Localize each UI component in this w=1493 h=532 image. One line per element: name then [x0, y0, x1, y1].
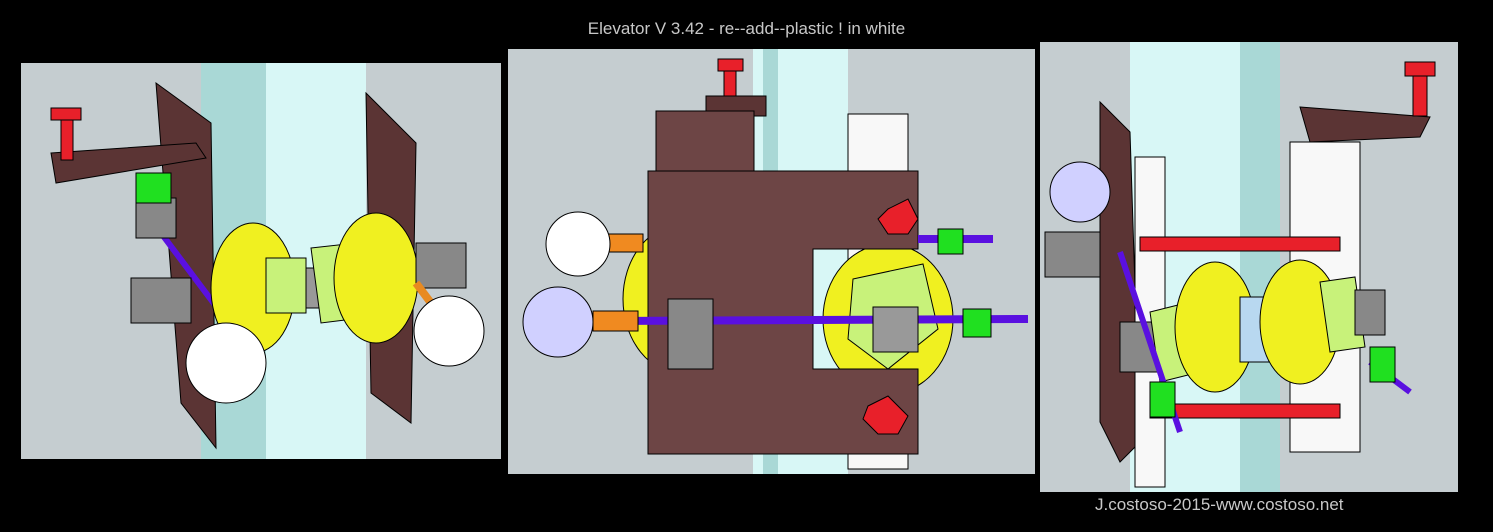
view-right: [1040, 42, 1458, 492]
elevator-render-left: [50, 63, 485, 459]
view-front: [508, 49, 1035, 474]
view-left: [21, 63, 501, 459]
elevator-render-front: [522, 49, 1029, 474]
credit-text: J.costoso-2015-www.costoso.net: [1095, 495, 1344, 514]
page-title: Elevator V 3.42 - re--add--plastic ! in …: [587, 19, 906, 38]
elevator-render-right: [1044, 42, 1436, 492]
